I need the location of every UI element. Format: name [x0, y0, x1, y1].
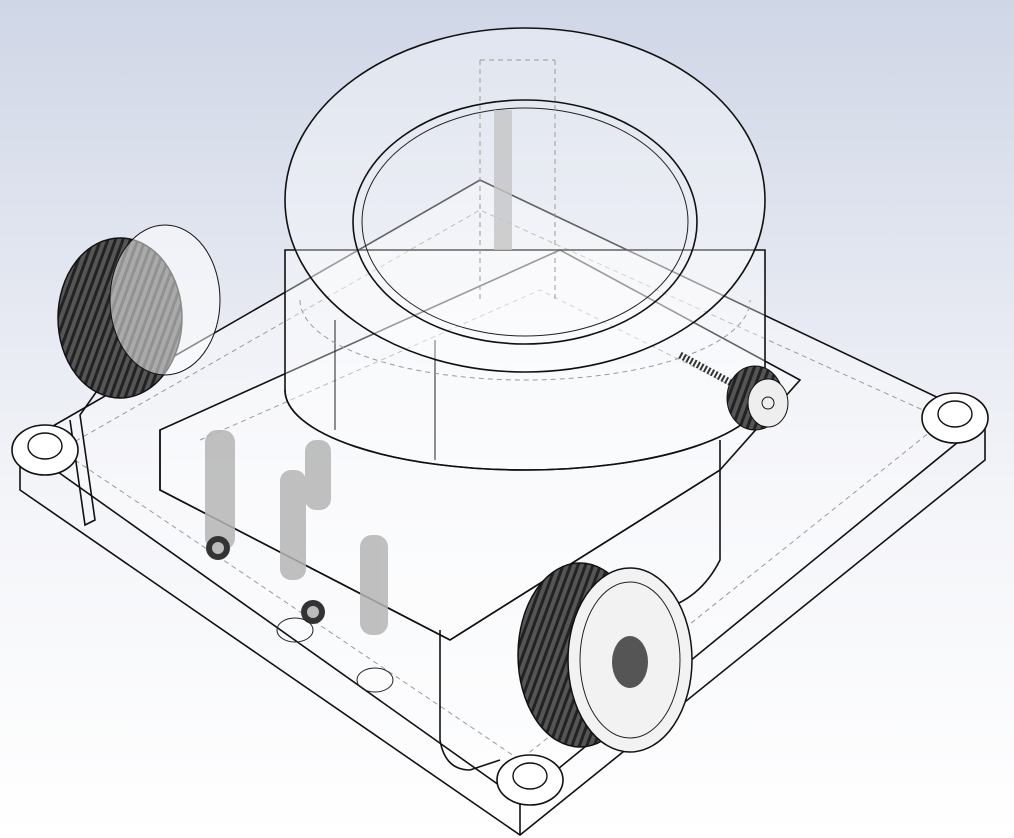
mounting-post-left	[11, 424, 79, 476]
knob-small-right[interactable]	[678, 351, 789, 431]
screw-heads	[206, 536, 394, 693]
screws	[205, 430, 388, 635]
knob-left[interactable]	[57, 224, 221, 399]
lens-cylinder	[284, 249, 766, 471]
mounting-post-right	[921, 392, 989, 444]
mounting-post-front	[496, 754, 564, 806]
lens-ring	[284, 27, 766, 373]
inner-slot	[494, 110, 512, 250]
knob-front[interactable]	[517, 562, 693, 753]
